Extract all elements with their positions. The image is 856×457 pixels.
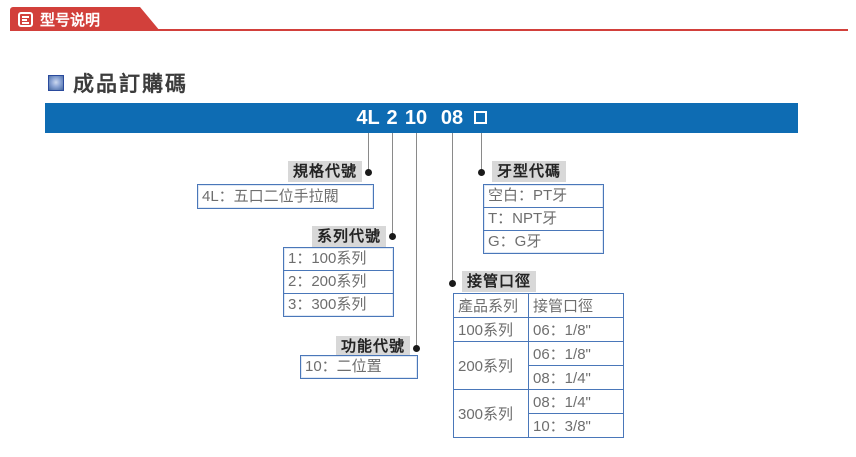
series-code-item: 1：100系列	[288, 250, 367, 267]
table-cell-series: 100系列	[453, 317, 529, 342]
function-code-box: 10：二位置	[300, 355, 418, 379]
table-row: 200系列 06：1/8"	[453, 341, 624, 390]
table-cell-series: 300系列	[453, 389, 529, 438]
thread-code-item: T：NPT牙	[484, 207, 603, 230]
section-title: 成品訂購碼	[73, 73, 188, 96]
spec-code-box: 4L：五口二位手拉閥	[197, 184, 374, 209]
port-size-table: 產品系列 接管口徑 100系列 06：1/8" 200系列 06：1/8" 08…	[453, 293, 624, 438]
code-part-port: 08	[440, 107, 464, 129]
code-part-series: 2	[386, 107, 398, 129]
series-code-box: 1：100系列 2：200系列 3：300系列	[283, 247, 394, 317]
thread-code-box: 空白：PT牙 T：NPT牙 G：G牙	[483, 184, 604, 254]
table-row: 10：3/8"	[454, 413, 624, 438]
connector-line-spec	[368, 133, 369, 170]
connector-line-function	[416, 133, 417, 346]
spec-code-label: 規格代號	[287, 161, 362, 182]
table-cell-size: 06：1/8"	[528, 317, 624, 342]
section-ribbon: 型号说明	[10, 7, 160, 31]
thread-code-label: 牙型代碼	[492, 161, 567, 182]
section-heading: 成品訂購碼	[48, 68, 188, 98]
table-cell-series: 200系列	[453, 341, 529, 390]
thread-code-item: G：G牙	[484, 230, 603, 253]
model-code-bar	[45, 103, 798, 133]
connector-dot-spec	[365, 169, 372, 176]
function-code-value: 10：二位置	[305, 358, 382, 375]
blue-square-bullet-icon	[48, 75, 64, 91]
port-size-label: 接管口徑	[462, 271, 537, 292]
connector-dot-function	[413, 345, 420, 352]
table-cell-size: 10：3/8"	[528, 413, 624, 438]
code-part-thread-blank-box	[474, 111, 487, 124]
table-row: 100系列 06：1/8"	[453, 317, 624, 342]
code-part-function: 10	[404, 107, 428, 129]
connector-dot-port	[449, 280, 456, 287]
connector-line-series	[392, 133, 393, 234]
thread-code-item: 空白：PT牙	[488, 187, 568, 204]
series-code-item: 2：200系列	[284, 270, 393, 293]
connector-line-thread	[481, 133, 482, 170]
table-header-size: 接管口徑	[528, 293, 624, 318]
table-row: 08：1/4"	[454, 365, 624, 390]
code-part-spec: 4L	[356, 107, 380, 129]
series-code-item: 3：300系列	[284, 293, 393, 316]
ribbon-title: 型号说明	[40, 11, 101, 29]
function-code-label: 功能代號	[335, 336, 410, 357]
series-code-label: 系列代號	[311, 226, 386, 247]
connector-line-port	[452, 133, 453, 281]
connector-dot-series	[389, 233, 396, 240]
table-header-series: 產品系列	[453, 293, 529, 318]
table-cell-size: 08：1/4"	[528, 365, 624, 390]
spec-code-value: 4L：五口二位手拉閥	[202, 188, 339, 205]
ribbon-underline	[10, 29, 848, 31]
table-row: 300系列 08：1/4"	[453, 389, 624, 438]
document-icon	[18, 12, 33, 27]
table-cell-size: 08：1/4"	[528, 389, 624, 414]
connector-dot-thread	[478, 169, 485, 176]
table-cell-size: 06：1/8"	[528, 341, 624, 366]
table-row: 產品系列 接管口徑	[453, 293, 624, 318]
